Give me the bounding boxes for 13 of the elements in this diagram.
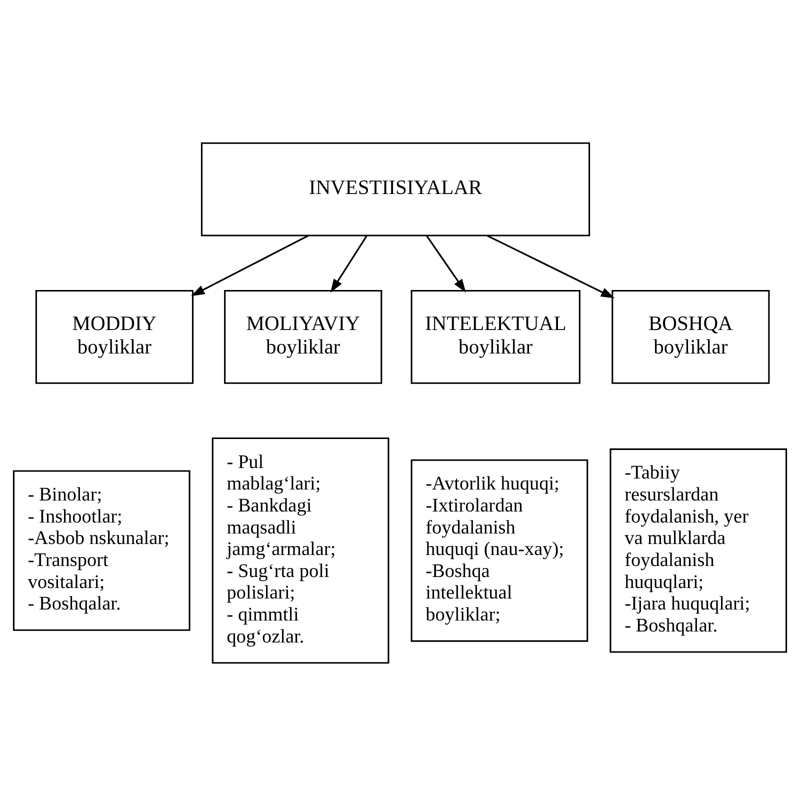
node-box: INVESTIISIYALAR — [200, 142, 590, 236]
node-box: - Pul mablag‘lari; - Bankdagi maqsadli jamg‘armalar; - Sug‘rta poli polislari; - qimmtli qog‘ozlar. — [212, 438, 390, 664]
arrow — [190, 234, 309, 296]
node-box: INTELEKTUAL boyliklar — [410, 290, 580, 384]
node-box: - Binolar; - Inshootlar; -Asbob nskunalar; -Transport vositalari; - Boshqalar. — [12, 470, 190, 631]
arrow — [426, 235, 466, 293]
node-box: MOLIYAVIY boyliklar — [224, 290, 382, 384]
node-box: MODDIY boyliklar — [35, 290, 194, 384]
node-box: -Avtorlik huquqi; -Ixtirolardan foydalanish huquqi (nau-xay); -Boshqa intellektual boyliklar; — [410, 459, 588, 642]
node-box: -Tabiiy resurslardan foydalanish, yer va mulklarda foydalanish huquqlari; -Ijara huquqlari; - Boshqalar. — [610, 448, 788, 653]
node-box: BOSHQA boyliklar — [612, 290, 770, 384]
arrow — [330, 235, 368, 293]
arrow — [486, 234, 615, 298]
